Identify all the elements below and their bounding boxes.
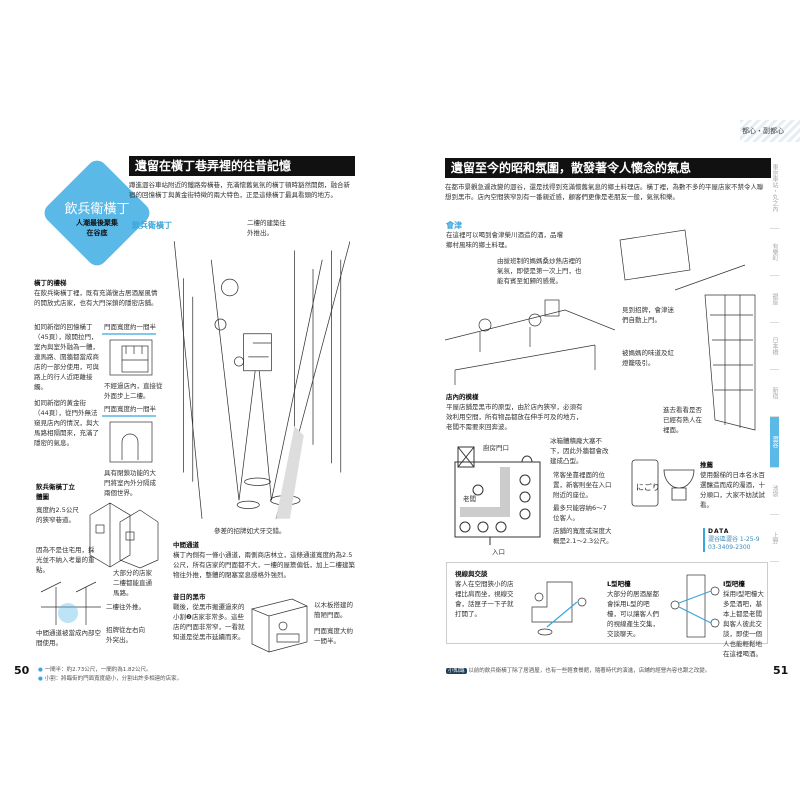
caption: 進去看看是否已經有熟人在裡面。 — [663, 406, 702, 434]
subsection-text: 平屋店舖是黑市的原型，由於店內狹窄，必須有效利用空間，所有物品都放在伸手可及的地… — [446, 403, 583, 431]
chapter-tab[interactable]: 銀座 — [770, 276, 779, 323]
page-number: 51 — [773, 664, 789, 677]
caption: 冰箱體積龐大塞不下，因此外牆都會改建成凸型。 — [550, 437, 609, 465]
caption: 二樓的建築往外推出。 — [247, 219, 286, 237]
section-heading: 遺留在橫丁巷弄裡的往昔記憶 — [129, 156, 355, 176]
caption: 由拔班制的媽媽桑炒熱店裡的氣氛，即使是第一次上門，也能有賓至如歸的感覺。 — [497, 257, 582, 285]
badge-sub: 人潮最後聚集在谷底 — [76, 219, 118, 237]
subsection-text: 在飲兵衛橫丁裡，既有充滿復古居酒屋風情的開放式店家，也有大門深鎖的隱密店舖。 — [34, 289, 158, 307]
subsection-text: 橫丁內側有一條小通道，兩側商店林立，這條通道寬度約為2.5公尺，所有店家的門面都… — [173, 551, 355, 579]
sake-illustration: にごり — [631, 459, 695, 507]
section-header: 都心・副都心 — [742, 127, 784, 135]
chapter-tab[interactable]: 上野 — [770, 515, 779, 562]
recommend-title: 推薦 — [700, 461, 713, 469]
caption: 具有閉鎖功能的大門將室內外分隔成兩個世界。 — [104, 469, 156, 497]
subsection-title: 飲兵衛橫丁立體圖 — [36, 483, 75, 501]
footnote: ● 一間半：約2.73公尺，一間約為1.82公尺。 — [38, 667, 152, 673]
subsection-title: 昔日的黑市 — [173, 593, 206, 601]
shop-text: 在這裡可以喝到會津榮川酒造的酒，品嚐鄉村風味的鄉土料理。 — [446, 231, 563, 249]
storefront-closed-illustration — [102, 415, 156, 463]
caption: 招牌從左右向外突出。 — [106, 626, 145, 644]
chapter-tab[interactable]: 澀谷 — [770, 417, 779, 468]
subsection-title: 中間通道 — [173, 541, 199, 549]
tip-label: 小知識 — [446, 668, 467, 674]
caption: 中間通道被當成內部空間使用。 — [36, 629, 101, 647]
caption: 見到招牌，會津迷們自動上門。 — [622, 306, 674, 324]
intro-text: 在都市景觀急遽改變的澀谷，還是找得到充滿懷舊氣息的鄉土料理店。橫丁裡，為數不多的… — [445, 183, 764, 201]
title-badge: 飲兵衛橫丁 人潮最後聚集在谷底 — [40, 156, 154, 270]
chapter-tab[interactable]: 池袋 — [770, 468, 779, 515]
caption: 最多只能容納6～7位客人。 — [553, 504, 607, 522]
caption: 常客坐靠裡面的位置，新客則坐在入口附近的座位。 — [553, 471, 612, 499]
plan-label: 入口 — [492, 548, 505, 556]
caption: 因為不是住宅用，採光並不納入考量的重點。 — [36, 546, 95, 574]
tip-note: 小知識 以前的飲兵衛橫丁除了居酒屋，也有一些輕食餐館，隨著時代的演進，店舖的經營… — [446, 668, 711, 674]
caption: 以木板搭建的簡陋門面。 — [314, 601, 353, 619]
alley-illustration — [173, 241, 350, 519]
sake-label: にごり — [636, 482, 660, 492]
intro-text: 蹲進澀谷車站附近的鐵路旁橫巷，充滿懷舊氣氛的橫丁頓時豁然開朗，融合新宿的回憶橫丁… — [129, 181, 350, 199]
section-heading: 遺留至今的昭和氛圍，散發著令人懷念的氣息 — [445, 158, 771, 178]
isometric-illustration — [89, 502, 159, 569]
page-number: 50 — [14, 664, 30, 677]
chapter-tab[interactable]: 有樂町 — [770, 229, 779, 276]
width-label: 門面寬度約一間半 — [104, 405, 156, 413]
caption: 門面寬度大約一間半。 — [314, 627, 353, 645]
section-illustration — [40, 581, 101, 625]
storefront-open-illustration — [102, 333, 156, 376]
header-stripe — [740, 120, 800, 142]
plan-label: 廚房門口 — [483, 444, 509, 452]
caption: 店舖的寬度或深度大概是2.1～2.3公尺。 — [553, 527, 613, 545]
footnotes: ● 一間半：約2.73公尺，一間約為1.82公尺。 ● 小割：將臨街的門面寬度縮… — [38, 666, 182, 684]
chapter-tab[interactable]: 日本橋 — [770, 323, 779, 370]
black-market-stall-illustration — [250, 598, 309, 653]
footnote: ● 小割：將臨街的門面寬度縮小，分割出許多相連的店家。 — [38, 676, 183, 682]
i-counter-diagram — [670, 574, 720, 638]
caption: 不經過店內，直接從外面步上二樓。 — [104, 382, 163, 400]
badge-title: 飲兵衛橫丁 — [64, 202, 130, 217]
l-counter-diagram — [531, 581, 587, 636]
subsection-title: 橫丁的樓梯 — [34, 279, 67, 287]
caption: 參差的招牌如犬牙交錯。 — [214, 527, 286, 535]
chapter-tabs: 東京車站・丸之內有樂町銀座日本橋新宿澀谷池袋上野 — [770, 148, 800, 562]
subsection-title: 店內的模樣 — [446, 393, 479, 401]
subsection-text: 如同新宿的黃金街（44頁），從門外無法窺見店內的情況，與大馬路相隔開來，充滿了隱… — [34, 399, 99, 447]
shop-name: 會津 — [446, 221, 462, 230]
plan-label: 老闆 — [463, 495, 476, 503]
shop-sign-illustration — [619, 229, 756, 431]
subsection-text: 戰後，從黑市搬遷過來的小割❷店家非常多。這些店的門面非常窄，一看就知道是從黑市延… — [173, 603, 245, 641]
counter-illustration — [445, 299, 615, 385]
floor-plan — [454, 446, 541, 545]
caption: 寬度約2.5公尺的狹窄巷道。 — [36, 506, 79, 524]
caption: 二樓往外推。 — [106, 603, 145, 611]
caption: 被媽媽的味道及紅燈籠吸引。 — [622, 349, 674, 367]
chapter-tab[interactable]: 東京車站・丸之內 — [770, 148, 779, 229]
caption: 大部分的店家二樓都能直通馬路。 — [113, 569, 152, 597]
subsection-text: 如同新宿的回憶橫丁（45頁），敞開拉門，室內與室外融為一體，連馬路、圍牆都當成商… — [34, 323, 99, 391]
bar-shape-box: 視線與交談 客人在空間狹小的店裡比肩而坐，視線交會，話匣子一下子就打開了。 L型… — [446, 562, 768, 658]
illustration-label: 飲兵衛橫丁 — [132, 221, 172, 230]
chapter-tab[interactable]: 新宿 — [770, 370, 779, 417]
data-box: DATA 澀谷區澀谷 1-25-9 03-3409-2300 — [703, 528, 760, 552]
recommend-text: 使用磐梯的日本名水百選釀造而成的濁酒，十分順口，大家不妨試試看。 — [700, 471, 765, 509]
width-label: 門面寬度約一間半 — [104, 323, 156, 331]
